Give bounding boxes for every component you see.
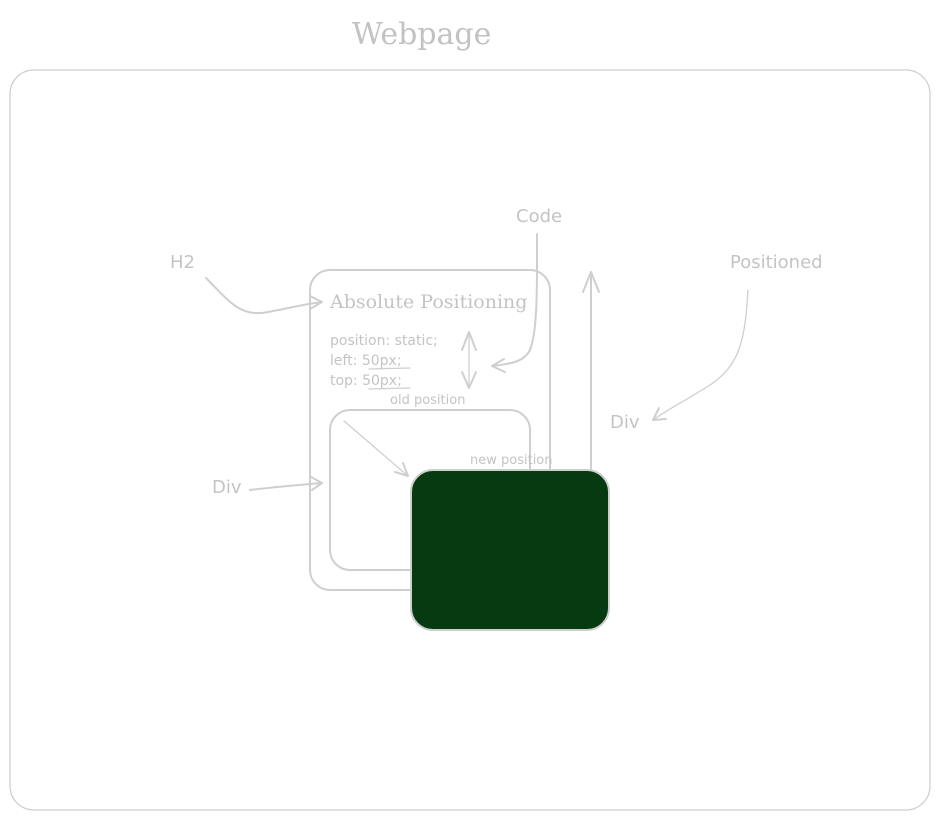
webpage-frame (9, 69, 931, 811)
panel-heading: Absolute Positioning (329, 291, 527, 313)
code-line-position: position: static; (330, 333, 438, 349)
code-arrow (491, 233, 539, 373)
h2-label: H2 (170, 252, 195, 273)
underline-left-value (368, 367, 411, 370)
div-left-arrow (249, 476, 323, 491)
diagram-title: Webpage (352, 17, 491, 52)
old-position-label: old position (390, 393, 465, 408)
code-line-left: left: 50px; (330, 353, 402, 369)
h2-arrow (205, 277, 323, 315)
code-label: Code (516, 206, 562, 227)
positioned-div (410, 469, 610, 631)
code-line-top: top: 50px; (330, 373, 402, 389)
div-label-right: Div (610, 412, 640, 433)
underline-top-value (368, 387, 411, 390)
move-arrow (343, 420, 409, 477)
upward-arrow (582, 271, 600, 471)
div-label-left: Div (212, 477, 242, 498)
positioned-arrow (652, 289, 749, 421)
vertical-double-arrow (461, 331, 477, 389)
positioned-label: Positioned (730, 252, 823, 273)
new-position-label: new position (470, 453, 553, 468)
